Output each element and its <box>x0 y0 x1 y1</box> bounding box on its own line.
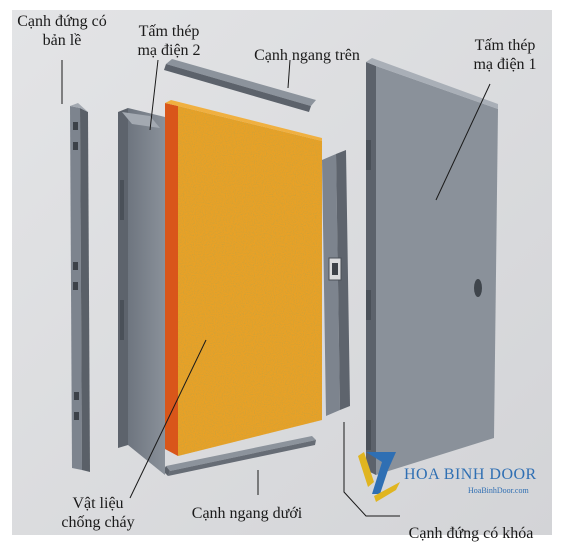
label-lock-stile: Cạnh đứng có khóa <box>408 525 534 542</box>
label-fireproof-core: Vật liệu chống cháy <box>61 495 135 531</box>
steel-sheet-1-part <box>366 58 498 475</box>
top-rail-part <box>164 59 316 112</box>
label-hinge-stile: Cạnh đứng có bản lề <box>17 13 107 49</box>
leader-lines <box>61 59 491 517</box>
label-bottom-rail: Cạnh ngang dưới <box>191 505 303 522</box>
fireproof-core-part <box>165 100 322 456</box>
label-steel-sheet-2: Tấm thép mạ điện 2 <box>137 23 201 59</box>
logo-url: HoaBinhDoor.com <box>468 486 529 495</box>
lock-stile-part <box>322 150 350 416</box>
label-steel-sheet-1: Tấm thép mạ điện 1 <box>473 37 537 73</box>
steel-sheet-2-part <box>118 108 165 475</box>
logo-name: HOA BINH DOOR <box>404 466 537 483</box>
hinge-stile-part <box>70 103 90 472</box>
label-top-rail: Cạnh ngang trên <box>254 47 360 64</box>
door-handle-slot <box>474 279 482 297</box>
logo-mark-icon <box>358 452 400 502</box>
